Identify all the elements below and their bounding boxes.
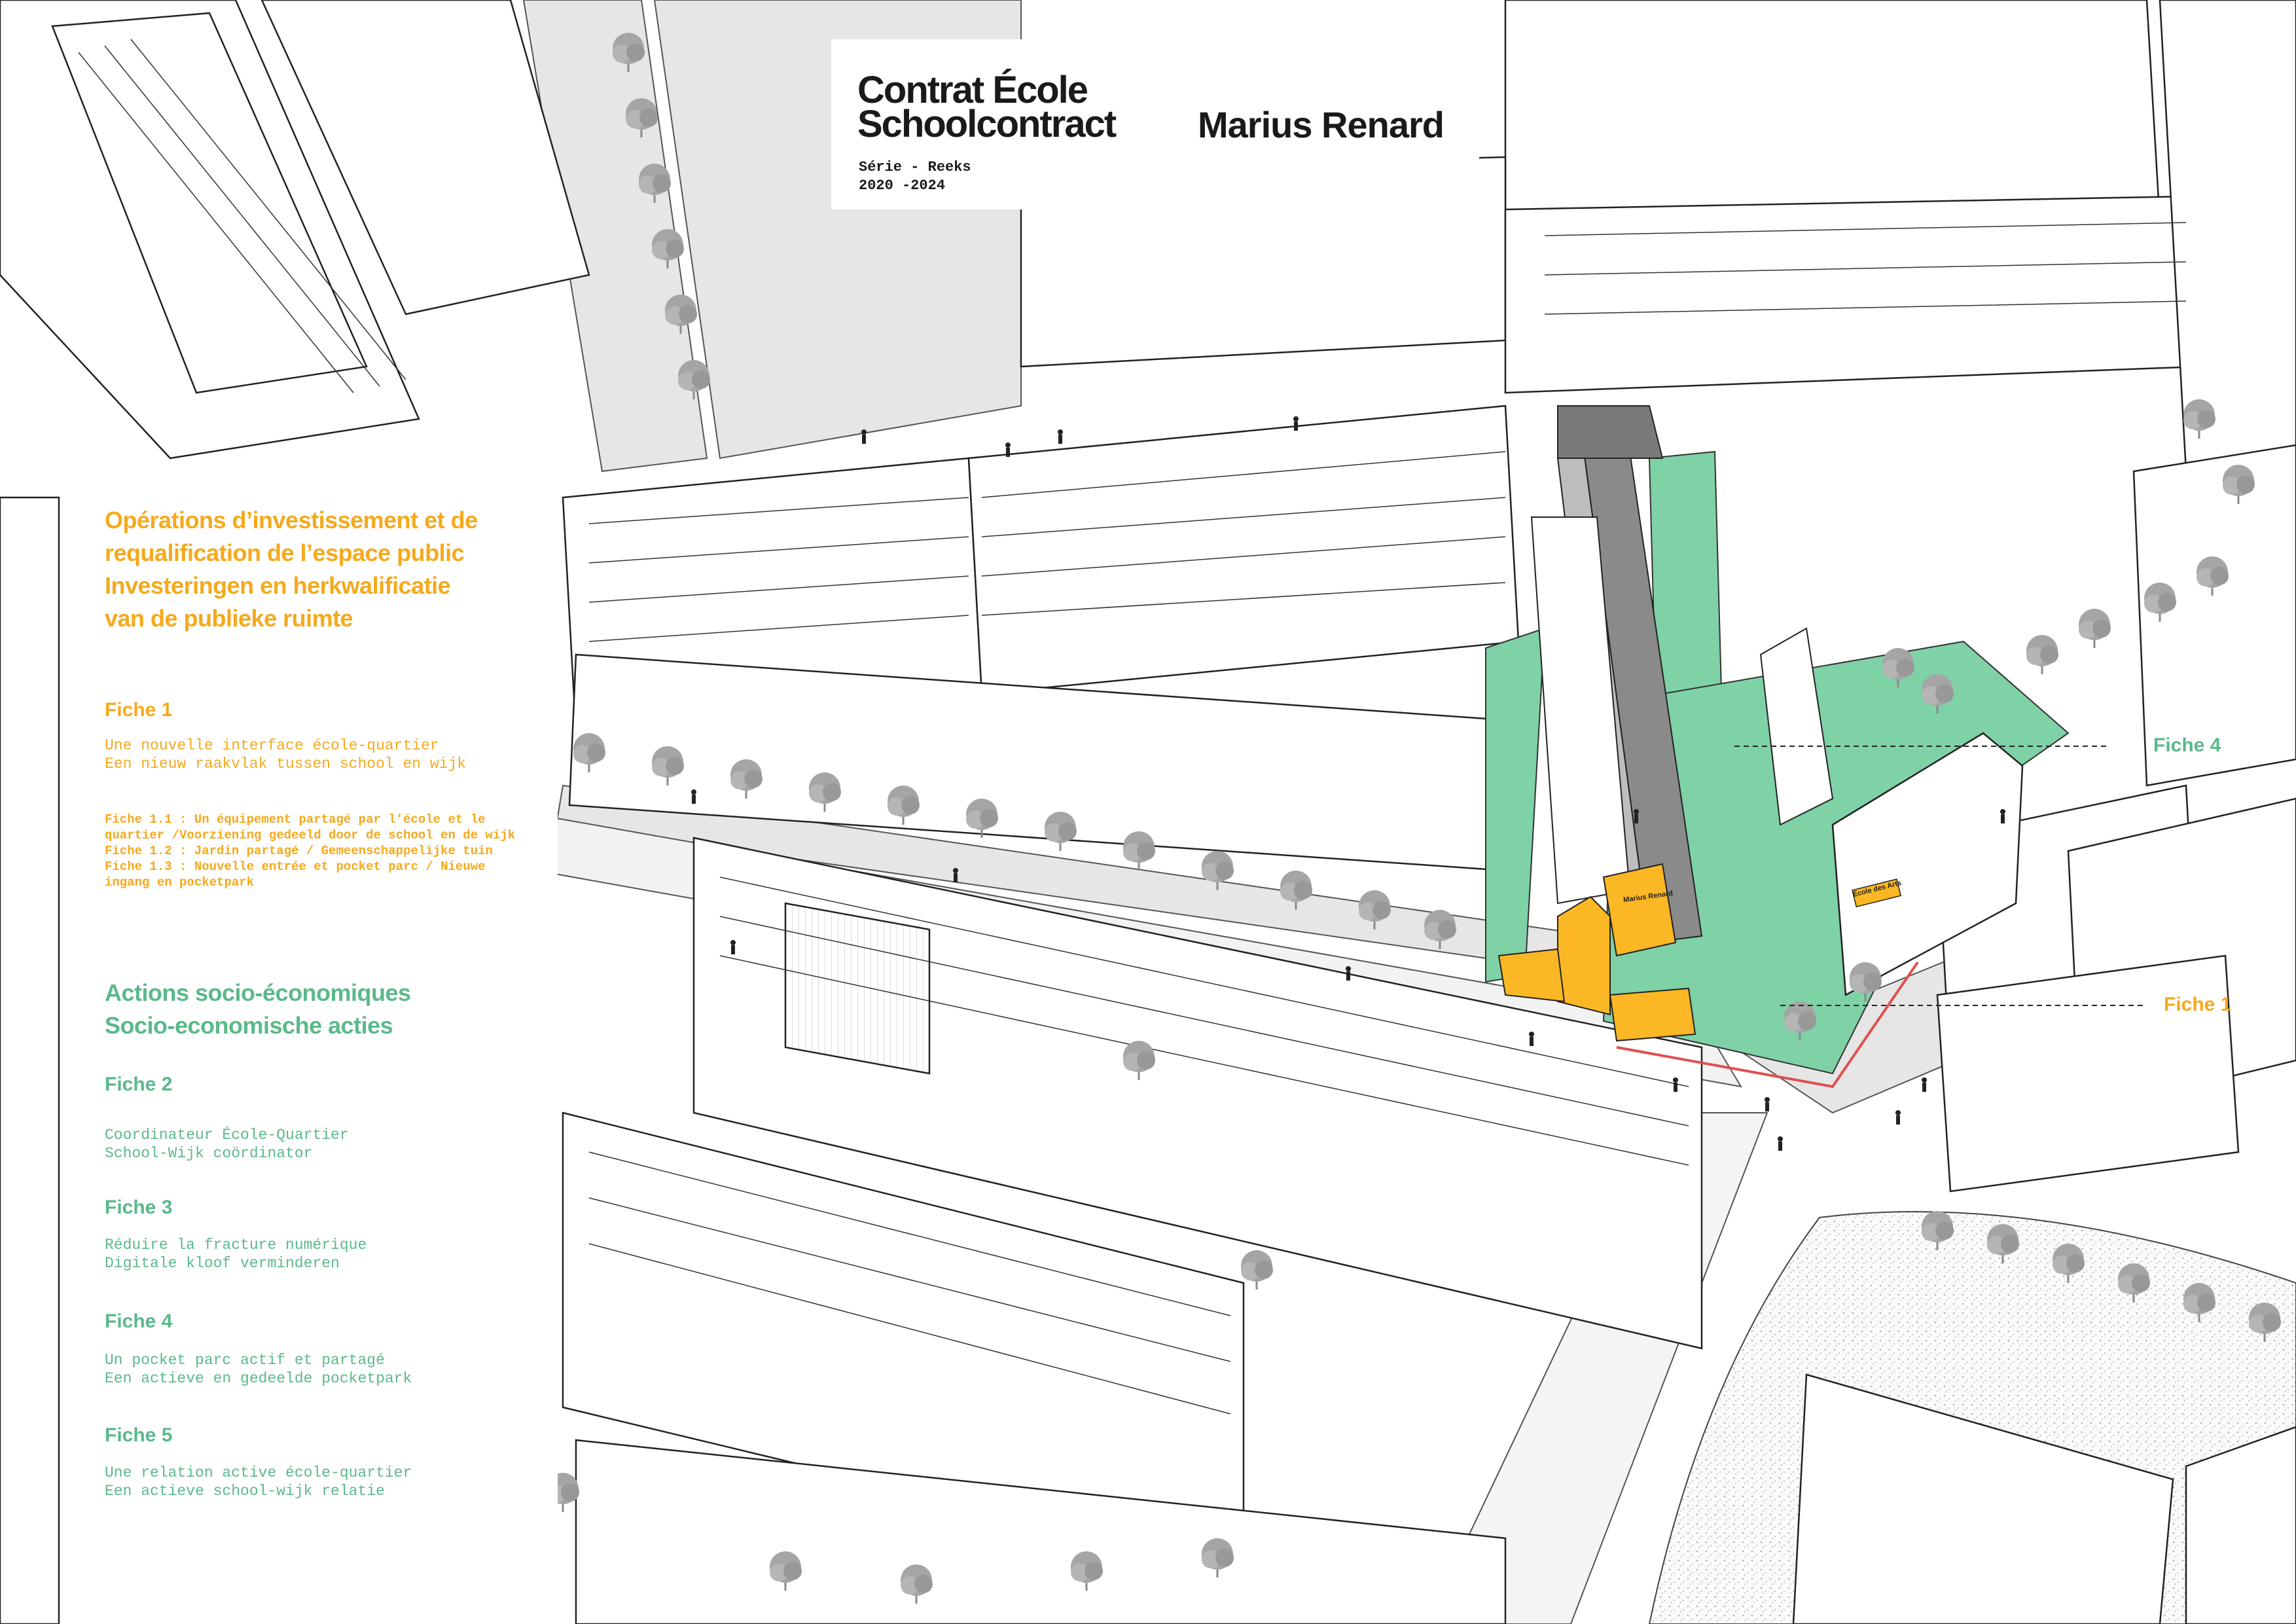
fiche4-text: Un pocket parc actif et partagé Een acti… xyxy=(105,1352,412,1387)
fiche1-heading: Fiche 1 xyxy=(105,699,173,721)
legend-panel: Opérations d’investissement et de requal… xyxy=(60,484,558,1512)
map-label-fiche1: Fiche 1 xyxy=(2164,994,2232,1015)
series-years: 2020 -2024 xyxy=(859,177,946,194)
school-annex xyxy=(1831,732,2024,997)
roof-lines xyxy=(78,39,2187,1415)
school-name: Marius Renard xyxy=(1198,104,1444,145)
yellow-building-1 xyxy=(1557,895,1611,1016)
section1-line3: Investeringen en herkwalificatie xyxy=(105,572,451,599)
fiche5-heading: Fiche 5 xyxy=(105,1424,173,1446)
title-line-fr: Contrat École xyxy=(857,69,1088,111)
fiche1-subitems: Fiche 1.1 : Un équipement partagé par l’… xyxy=(105,812,516,890)
fiche1-text: Une nouvelle interface école-quartier Ee… xyxy=(105,737,467,772)
section2-line1: Actions socio-économiques xyxy=(105,979,411,1006)
section1-line1: Opérations d’investissement et de xyxy=(105,507,478,533)
section-socio-heading: Actions socio-économiques Socio-economis… xyxy=(105,977,411,1042)
fiche2-text: Coordinateur École-Quartier School-Wijk … xyxy=(105,1127,349,1162)
section2-line2: Socio-economische acties xyxy=(105,1012,393,1039)
fiche5-text: Une relation active école-quartier Een a… xyxy=(105,1464,412,1500)
fiche3-heading: Fiche 3 xyxy=(105,1197,173,1218)
title-line-nl: Schoolcontract xyxy=(857,103,1117,145)
fiche3-text: Réduire la fracture numérique Digitale k… xyxy=(105,1236,367,1272)
fiche4-heading: Fiche 4 xyxy=(105,1310,173,1332)
yellow-building-2 xyxy=(1602,863,1677,957)
series-info: Série - Reeks 2020 -2024 xyxy=(859,158,971,195)
section-investment-heading: Opérations d’investissement et de requal… xyxy=(105,504,478,635)
section1-line4: van de publieke ruimte xyxy=(105,605,353,632)
title-card: Contrat École Schoolcontract Marius Rena… xyxy=(831,39,1479,209)
series-label: Série - Reeks xyxy=(859,159,971,175)
school-project xyxy=(1485,405,2070,1089)
map-label-fiche4: Fiche 4 xyxy=(2153,734,2221,756)
contract-title: Contrat École Schoolcontract xyxy=(857,69,1117,145)
fiche2-heading: Fiche 2 xyxy=(105,1074,173,1095)
section1-line2: requalification de l’espace public xyxy=(105,539,465,566)
